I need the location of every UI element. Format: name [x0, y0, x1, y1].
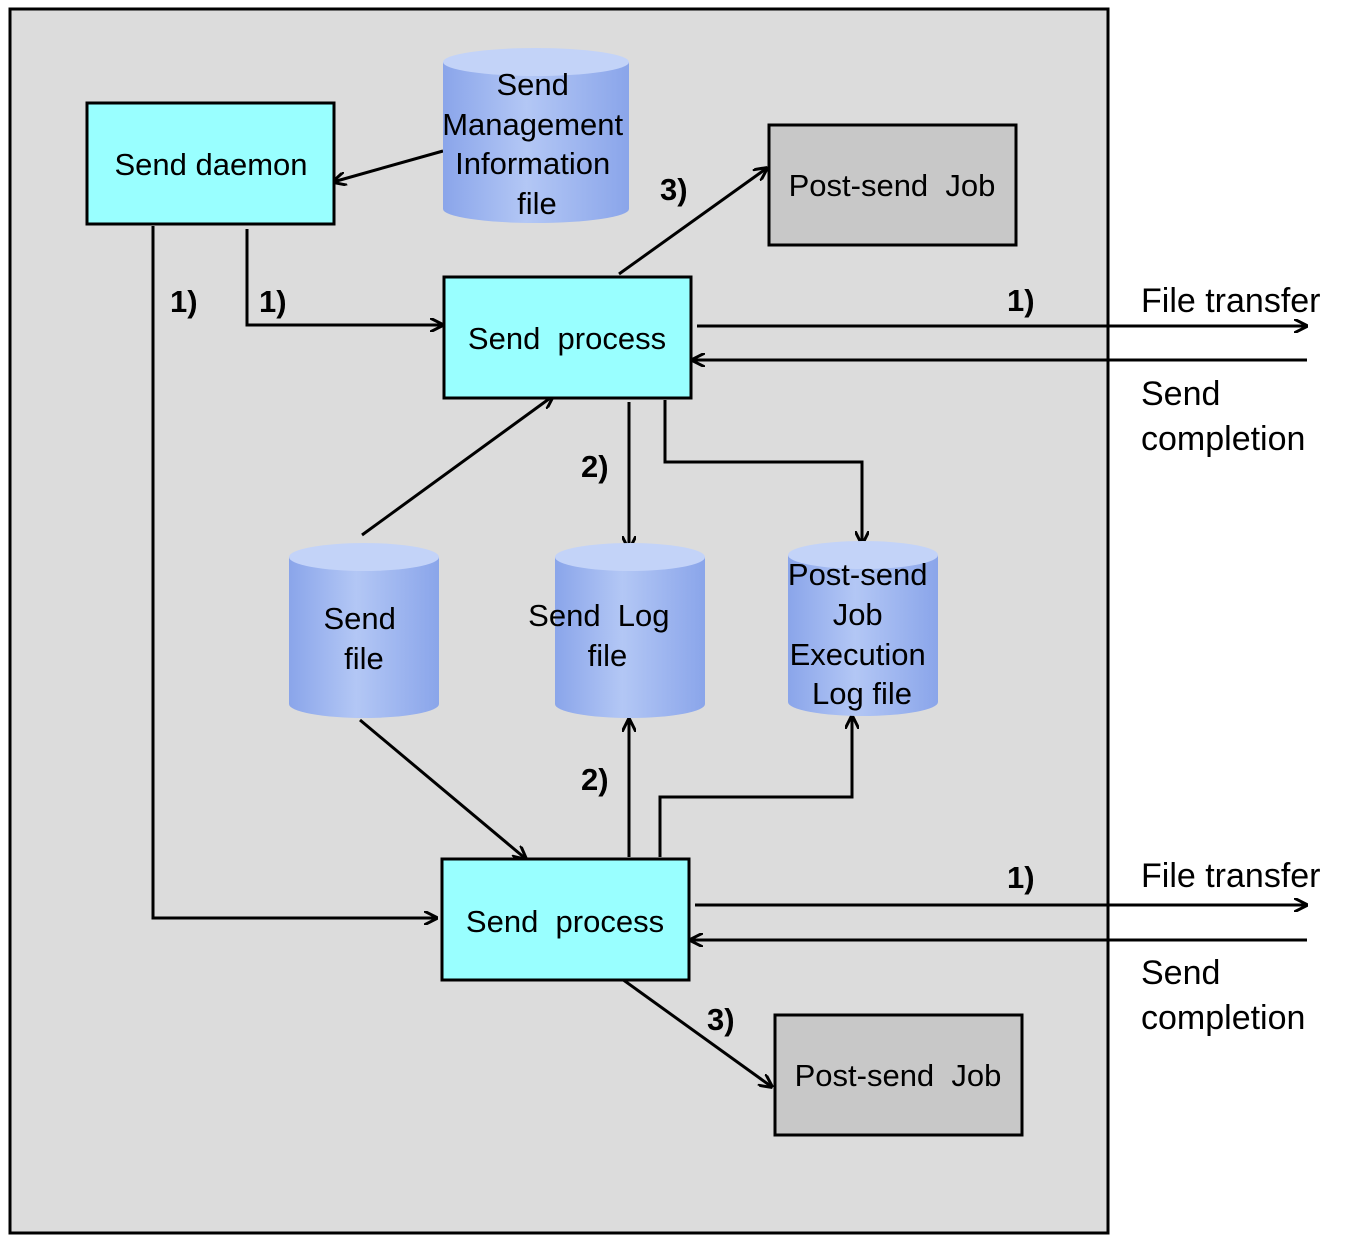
send-completion-bottom-label: Send completion	[1141, 954, 1305, 1037]
step-label-daemon-left: 1)	[170, 284, 198, 319]
step-label-top-transfer: 1)	[1007, 283, 1035, 318]
send-daemon-label: Send daemon	[114, 147, 307, 182]
send-log-file-label: Send Log file	[0, 0, 730, 673]
send-log-file-cylinder: Send Log file	[0, 0, 730, 718]
post-send-job-bottom-label: Post-send Job	[795, 1058, 1002, 1093]
arrow-send-file-to-top-process	[361, 396, 553, 537]
step-label-bottom-to-log: 2)	[581, 762, 609, 797]
arrow-daemon-to-bottom-process	[151, 226, 437, 918]
file-transfer-bottom-label: File transfer	[1141, 857, 1321, 895]
arrow-bottom-process-to-job	[621, 977, 772, 1087]
step-label-bottom-transfer: 1)	[1007, 860, 1035, 895]
post-send-job-exec-log-label: Post-send Job Execution Log file	[788, 557, 936, 711]
send-mgmt-info-file-cylinder: Send Management Information file	[442, 48, 632, 223]
send-process-top-box: Send process	[442, 275, 693, 400]
send-process-top-label: Send process	[468, 321, 666, 356]
send-completion-top-label: Send completion	[1141, 375, 1305, 458]
send-file-label: Send file	[323, 601, 404, 676]
arrow-daemon-to-top-process	[245, 229, 443, 325]
step-label-bottom-to-job: 3)	[707, 1002, 735, 1037]
post-send-job-top-label: Post-send Job	[789, 168, 996, 203]
send-process-bottom-label: Send process	[466, 904, 664, 939]
post-send-job-exec-log-cylinder: Post-send Job Execution Log file	[788, 541, 938, 716]
step-label-top-to-job: 3)	[660, 172, 688, 207]
send-process-bottom-box: Send process	[440, 857, 691, 982]
arrow-top-process-to-job	[618, 168, 767, 276]
arrow-bottom-process-to-exec-log	[658, 716, 852, 857]
file-transfer-top-label: File transfer	[1141, 282, 1321, 320]
arrow-top-process-to-exec-log	[663, 400, 862, 544]
arrow-send-file-to-bottom-process	[359, 718, 526, 859]
step-label-top-to-log: 2)	[581, 449, 609, 484]
arrow-mgmt-to-daemon	[333, 149, 444, 182]
send-file-cylinder: Send file	[289, 543, 439, 718]
post-send-job-top-box: Post-send Job	[767, 123, 1018, 247]
send-daemon-box: Send daemon	[85, 101, 336, 226]
connectors	[151, 149, 1307, 1087]
send-mgmt-info-file-label: Send Management Information file	[442, 67, 632, 221]
post-send-job-bottom-box: Post-send Job	[773, 1013, 1024, 1137]
step-label-daemon-right: 1)	[259, 284, 287, 319]
